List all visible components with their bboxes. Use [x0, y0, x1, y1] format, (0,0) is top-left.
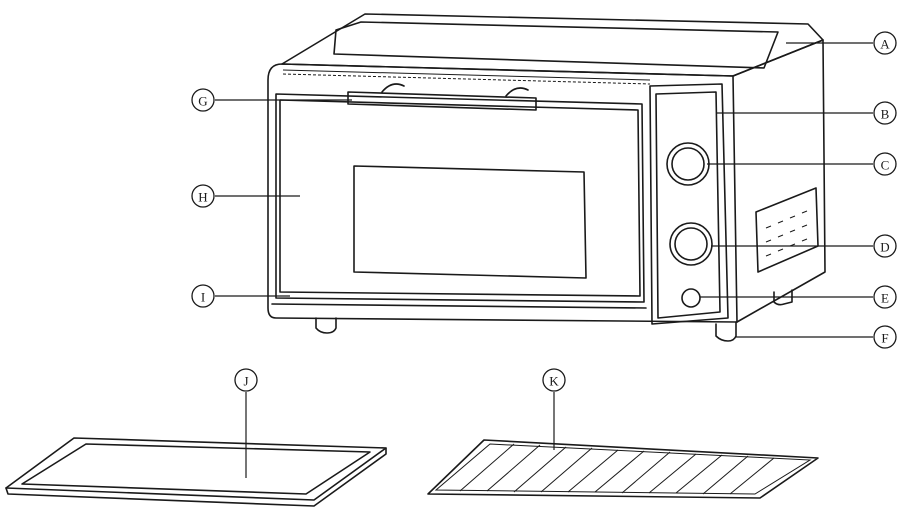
callout-letter: G	[198, 94, 207, 109]
callout-letter: D	[880, 240, 889, 255]
callout-letter: J	[243, 374, 248, 389]
callout-B: B	[873, 101, 897, 125]
door-window	[353, 165, 587, 279]
callout-I: I	[191, 284, 215, 308]
callout-A: A	[873, 31, 897, 55]
rear-foot	[773, 289, 793, 306]
temperature-knob[interactable]	[666, 142, 710, 186]
leader-lines	[215, 42, 873, 478]
control-panel	[649, 83, 729, 325]
baking-tray[interactable]	[5, 437, 387, 507]
callout-C: C	[873, 152, 897, 176]
callout-F: F	[873, 325, 897, 349]
callout-H: H	[191, 184, 215, 208]
callout-letter: C	[881, 158, 890, 173]
callout-letter: K	[549, 374, 559, 389]
callout-letter: E	[881, 291, 889, 306]
oven-body	[267, 13, 826, 323]
callout-G: G	[191, 88, 215, 112]
callout-K: K	[542, 368, 566, 392]
callout-letter: I	[201, 290, 205, 305]
oven-door[interactable]	[271, 93, 647, 309]
oven-foot	[715, 321, 737, 342]
callout-D: D	[873, 234, 897, 258]
oven-feet	[315, 317, 737, 342]
rack-wires	[459, 443, 775, 495]
callout-letter: B	[881, 107, 890, 122]
timer-knob[interactable]	[669, 222, 713, 266]
callout-letter: H	[198, 190, 207, 205]
power-indicator-light	[681, 288, 701, 308]
top-panel-recess	[333, 21, 779, 69]
side-vents	[755, 187, 819, 273]
wire-rack[interactable]	[427, 439, 819, 499]
callout-letter: F	[881, 331, 888, 346]
callout-J: J	[234, 368, 258, 392]
callout-E: E	[873, 285, 897, 309]
callout-letter: A	[880, 37, 890, 52]
